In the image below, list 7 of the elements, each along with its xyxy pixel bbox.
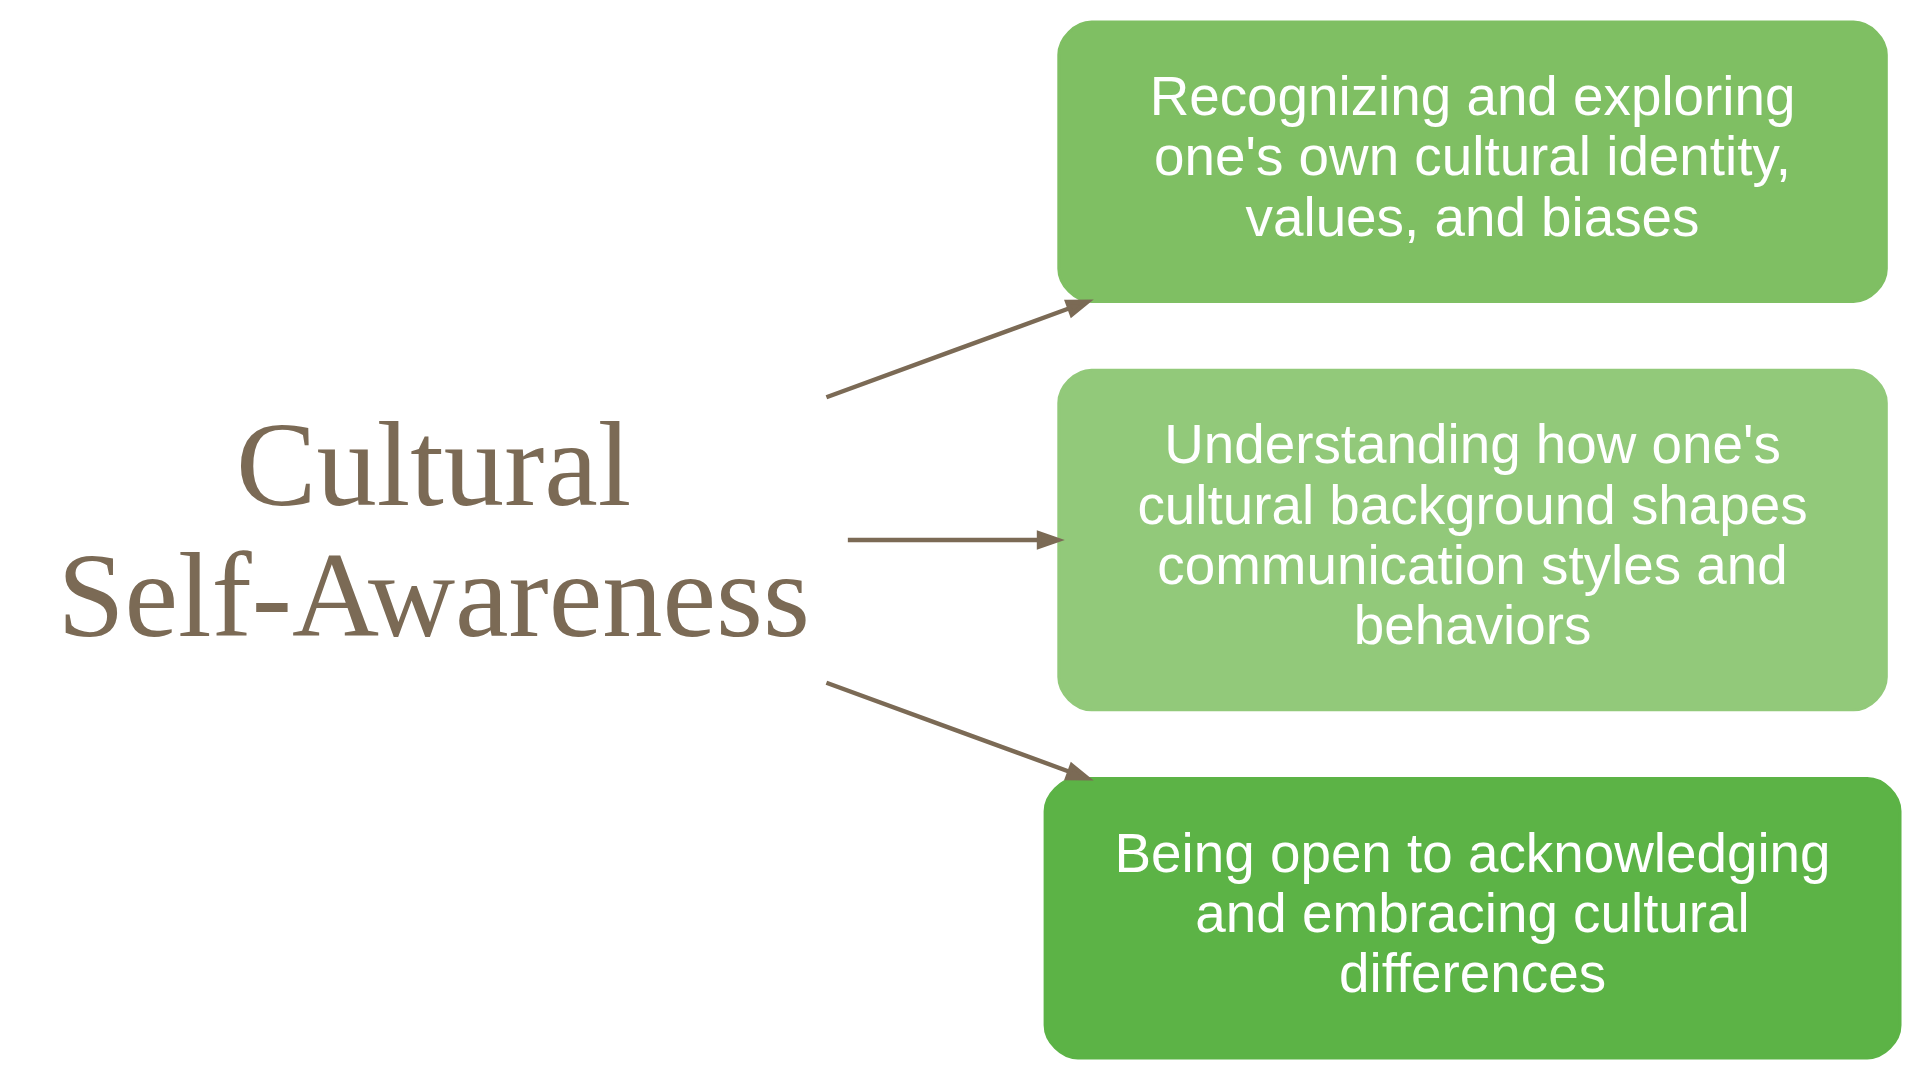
node-box: Understanding how one's cultural background shapes communication styles and behaviors xyxy=(1057,368,1888,712)
arrow xyxy=(825,680,1094,781)
arrow xyxy=(825,299,1094,400)
node-box: Being open to acknowledging and embracing cultural differences xyxy=(1043,777,1902,1060)
node-box: Recognizing and exploring one's own cultural identity, values, and biases xyxy=(1057,20,1888,303)
arrow xyxy=(847,530,1065,550)
node-text: Cultural Self-Awareness xyxy=(57,397,810,663)
